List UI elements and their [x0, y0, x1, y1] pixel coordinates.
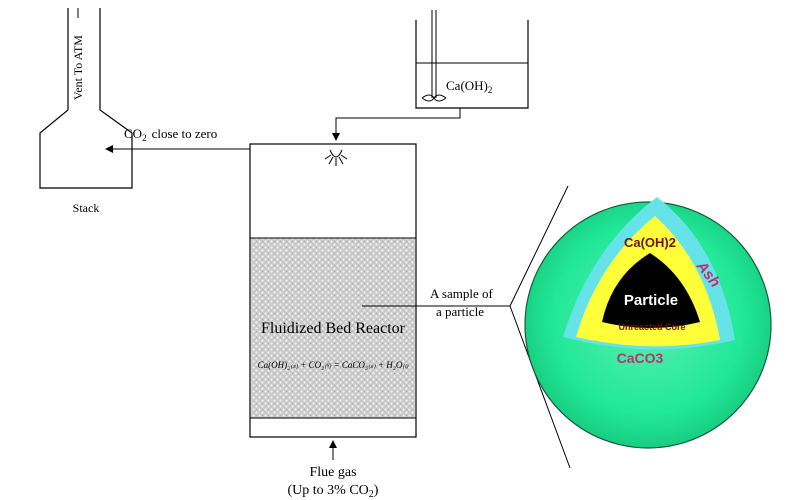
inlet-flow: Flue gas (Up to 3% CO2): [288, 440, 379, 500]
vent-label: Vent To ATM: [71, 35, 85, 100]
feed-arrow: [332, 108, 461, 141]
tank-label: Ca(OH)2: [446, 78, 492, 95]
stack: Vent To ATM Stack: [39, 8, 133, 215]
callout-line2: a particle: [436, 304, 484, 319]
reactor: Fluidized Bed Reactor Ca(OH)₂₍ₛ₎ + CO₂₍ᵍ…: [249, 143, 417, 438]
middle-layer-label: Ca(OH)2: [624, 235, 676, 250]
core-caption: Unreacted Core: [618, 322, 685, 332]
reactor-title: Fluidized Bed Reactor: [261, 320, 406, 337]
stack-outline: [39, 8, 133, 189]
particle-core: [602, 253, 700, 328]
inlet-label-line2: (Up to 3% CO2): [288, 483, 379, 500]
feed-line: [332, 108, 461, 141]
inlet-label-line1: Flue gas: [309, 465, 356, 480]
fluidized-bed: [251, 238, 415, 418]
tank-outline: [415, 20, 529, 109]
particle-diagram: Ca(OH)2 Ash Particle Unreacted Core CaCO…: [524, 197, 772, 449]
reagent-tank: Ca(OH)2: [415, 10, 529, 109]
callout-lower: [509, 305, 571, 469]
outer-layer-label: CaCO3: [617, 350, 664, 366]
stirrer-icon: [421, 94, 447, 102]
callout-line1: A sample of: [430, 286, 493, 301]
sprayer-icon: [324, 149, 348, 166]
reaction-equation: Ca(OH)₂₍ₛ₎ + CO₂₍ᵍ₎ = CaCO₃₍ₛ₎ + H₂O₍ₗ₎: [258, 360, 409, 370]
callout: A sample of a particle: [362, 185, 571, 469]
callout-upper: [509, 185, 569, 307]
core-label: Particle: [624, 292, 678, 309]
stack-label: Stack: [73, 201, 100, 215]
